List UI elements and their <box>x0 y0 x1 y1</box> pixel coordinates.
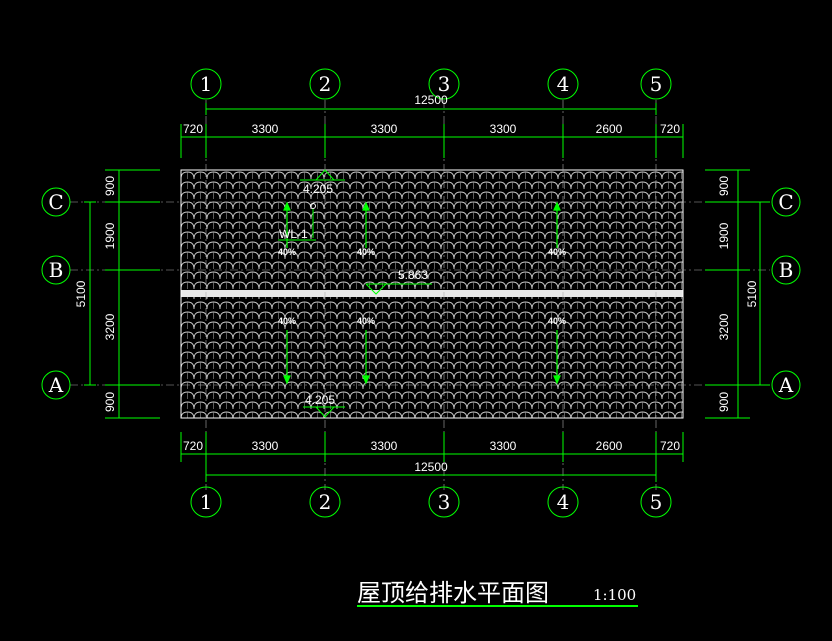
elevation-marker-top <box>300 169 345 181</box>
bottom-axis-bubbles: 1 2 3 4 5 <box>190 486 672 518</box>
axis-label-left-c: C <box>48 190 63 214</box>
axis-label-left-b: B <box>49 258 64 282</box>
slope-arrows <box>283 201 561 385</box>
dim-right-seg-3: 3200 <box>717 313 731 340</box>
axis-label-top-4: 4 <box>557 72 570 96</box>
axis-label-top-5: 5 <box>650 72 663 96</box>
axis-label-left-a: A <box>48 373 64 397</box>
axis-bubble-top-4 <box>547 68 579 100</box>
roof-tiles-lower <box>181 297 683 418</box>
dim-top-seg-5: 2600 <box>596 122 623 136</box>
roof-ridge <box>181 290 683 297</box>
elevation-top-label: 4.205 <box>303 182 333 196</box>
right-dimension-lines <box>705 169 770 419</box>
slope-label-1: 40% <box>278 247 296 257</box>
dim-bottom-seg-2: 3300 <box>252 439 279 453</box>
dim-bottom-seg-6: 720 <box>660 439 680 453</box>
dim-left-seg-1: 900 <box>103 176 117 196</box>
elevation-marker-ridge <box>365 283 432 295</box>
downpipe-marker <box>278 203 316 241</box>
axis-label-bottom-2: 2 <box>319 490 332 514</box>
drawing-scale: 1:100 <box>593 586 636 604</box>
downpipe-label: WL-1 <box>279 227 308 241</box>
axis-label-top-1: 1 <box>200 72 213 96</box>
drawing-title: 屋顶给排水平面图 <box>357 579 549 607</box>
dim-bottom-seg-5: 2600 <box>596 439 623 453</box>
axis-bubble-bottom-5 <box>640 486 672 518</box>
slope-label-5: 40% <box>357 316 375 326</box>
right-axis-bubbles: C B A <box>771 187 801 400</box>
axis-label-right-c: C <box>778 190 793 214</box>
dim-top-seg-3: 3300 <box>371 122 398 136</box>
axis-bubble-right-b <box>771 255 801 285</box>
dim-bottom-seg-1: 720 <box>183 439 203 453</box>
axis-bubble-right-c <box>771 187 801 217</box>
top-axis-bubbles: 1 2 3 4 5 <box>190 68 672 100</box>
slope-label-4: 40% <box>278 316 296 326</box>
downpipe-icon <box>310 203 316 209</box>
axis-bubble-right-a <box>771 370 801 400</box>
axis-bubble-top-1 <box>190 68 222 100</box>
dim-bottom-seg-4: 3300 <box>490 439 517 453</box>
axis-bubble-bottom-2 <box>309 486 341 518</box>
axis-bubble-bottom-4 <box>547 486 579 518</box>
roof-plan <box>180 169 684 419</box>
bottom-dimension-lines <box>180 432 684 482</box>
dim-left-seg-4: 900 <box>103 392 117 412</box>
dim-top-total: 12500 <box>414 93 448 107</box>
axis-label-right-a: A <box>778 373 794 397</box>
dim-left-seg-3: 3200 <box>103 313 117 340</box>
axis-bubble-top-5 <box>640 68 672 100</box>
axis-label-right-b: B <box>779 258 794 282</box>
slope-label-6: 40% <box>548 316 566 326</box>
dim-right-seg-1: 900 <box>717 176 731 196</box>
slope-label-3: 40% <box>548 247 566 257</box>
dim-top-seg-1: 720 <box>183 122 203 136</box>
slope-label-2: 40% <box>357 247 375 257</box>
dim-right-seg-2: 1900 <box>717 222 731 249</box>
axis-bubble-left-a <box>41 370 71 400</box>
dim-right-total: 5100 <box>745 280 759 307</box>
left-dimension-lines <box>84 169 160 419</box>
dim-bottom-total: 12500 <box>414 460 448 474</box>
dim-right-seg-4: 900 <box>717 392 731 412</box>
roof-tiles-upper <box>181 170 683 291</box>
axis-label-bottom-4: 4 <box>557 490 570 514</box>
axis-label-top-2: 2 <box>319 72 332 96</box>
dim-bottom-seg-3: 3300 <box>371 439 398 453</box>
roof-outline <box>180 169 684 419</box>
dim-left-total: 5100 <box>74 280 88 307</box>
axis-label-bottom-1: 1 <box>200 490 213 514</box>
top-dimension-lines <box>180 103 684 158</box>
axis-bubble-bottom-3 <box>428 486 460 518</box>
left-axis-bubbles: C B A <box>41 187 71 400</box>
axis-bubble-left-b <box>41 255 71 285</box>
elevation-bottom-label: 4.205 <box>305 393 335 407</box>
axis-bubble-bottom-1 <box>190 486 222 518</box>
dim-top-seg-4: 3300 <box>490 122 517 136</box>
dim-top-seg-2: 3300 <box>252 122 279 136</box>
axis-bubble-top-3 <box>428 68 460 100</box>
dim-left-seg-2: 1900 <box>103 222 117 249</box>
axis-bubble-top-2 <box>309 68 341 100</box>
axis-label-bottom-5: 5 <box>650 490 663 514</box>
axis-lines <box>70 100 770 490</box>
elevation-marker-bottom <box>303 406 345 418</box>
axis-label-top-3: 3 <box>438 72 451 96</box>
axis-bubble-left-c <box>41 187 71 217</box>
axis-label-bottom-3: 3 <box>438 490 451 514</box>
dim-top-seg-6: 720 <box>660 122 680 136</box>
elevation-ridge-label: 5.863 <box>398 268 428 282</box>
